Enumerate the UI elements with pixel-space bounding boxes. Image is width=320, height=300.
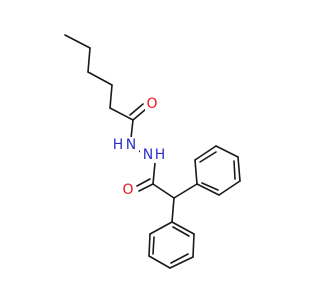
atom-oxygen-bottom: O [121,181,135,198]
bond-c1-c2 [64,34,91,49]
bond-carbonyl-oxygen-top-a [132,108,147,121]
bond-c5-carbonyl [109,107,134,121]
molecule-structure: O H N N H O [64,34,241,269]
bond-c2-c3 [87,47,91,73]
bond-n2-carbonyl [152,162,156,185]
bond-carbonyl-oxygen-top-b [129,103,144,116]
bond-c4-c5 [109,84,113,109]
bond-ch-phenyl-upper [173,183,198,199]
nh-right-h-label: H [155,147,166,163]
nh-left-h-label: H [113,137,124,153]
nh-left-n-label: N [126,137,136,153]
bond-carbonyl-oxygen-bottom-a [138,183,154,192]
nh-right-n-label: N [143,147,153,163]
bond-carbonyl-ch [152,183,175,199]
phenyl-ring-upper [194,145,241,196]
atom-oxygen-top: O [145,95,159,112]
bond-carbonyl-oxygen-bottom-b [136,178,151,187]
bond-carbonyl-n1 [130,119,134,139]
bond-ch-phenyl-lower [171,197,175,223]
atom-nh-left: H N [111,137,139,153]
bond-c3-c4 [87,71,113,86]
oxygen-top-label: O [146,96,157,112]
phenyl-ring-lower [148,221,195,269]
atom-nh-right: N H [140,147,168,163]
oxygen-bottom-label: O [122,182,133,198]
